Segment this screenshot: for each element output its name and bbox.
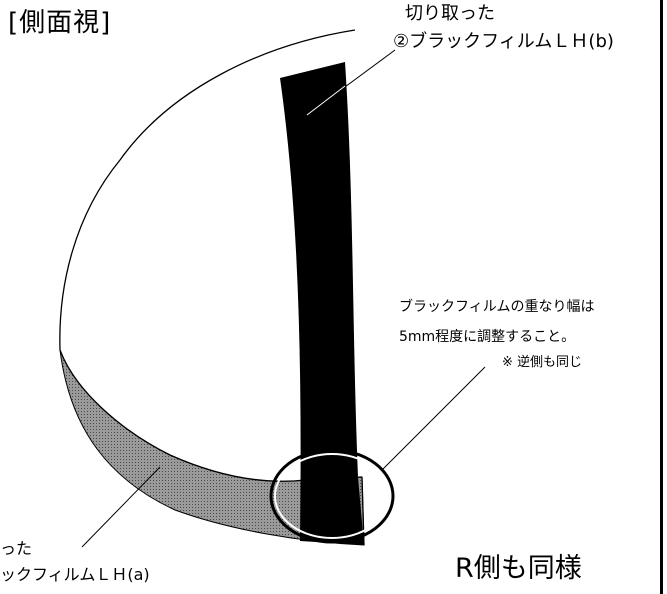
overlap-note-line2: 5mm程度に調整すること。 xyxy=(399,329,576,345)
page-border-right xyxy=(660,0,663,594)
body-right-edge xyxy=(361,476,365,546)
overlap-circle-inner xyxy=(274,453,390,539)
overlap-circle xyxy=(269,448,395,544)
body-outline xyxy=(59,29,363,482)
callout-a-line1: った xyxy=(0,539,33,558)
overlap-note-line3: ※ 逆側も同じ xyxy=(502,355,583,370)
callout-b-line2: ②ブラックフィルムＬＨ(b) xyxy=(393,31,614,52)
callout-a-line2: ックフィルムＬＨ(a) xyxy=(0,565,150,584)
callout-b-line1: 切り取った xyxy=(405,3,495,24)
leader-line-b-white xyxy=(306,85,346,116)
black-film-lh-b-strip xyxy=(280,62,364,545)
leader-line-note xyxy=(381,366,486,471)
footer-note: R側も同様 xyxy=(455,553,582,584)
leader-line-a xyxy=(81,466,161,548)
view-title: [側面視] xyxy=(8,8,112,38)
overlap-note-line1: ブラックフィルムの重なり幅は xyxy=(399,299,595,315)
